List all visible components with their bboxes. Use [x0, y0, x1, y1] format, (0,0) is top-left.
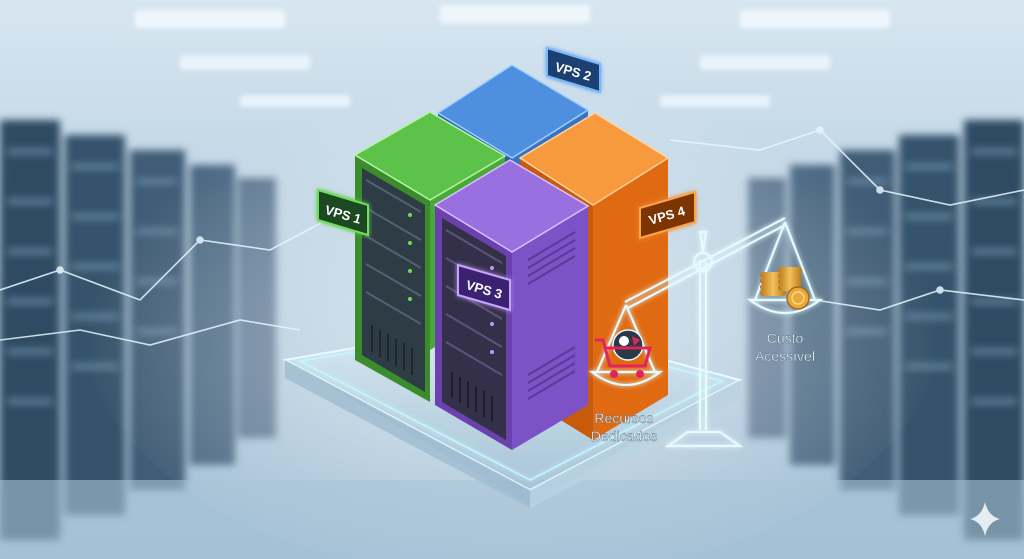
vps-2-tag: VPS 2 [546, 46, 601, 94]
vps-3-tag: VPS 3 [457, 263, 511, 312]
network-lines [0, 126, 1024, 346]
sparkle-icon [970, 502, 1000, 536]
vps-1-tag: VPS 1 [317, 188, 369, 237]
right-caption-line1: Custo [767, 330, 804, 346]
shopping-cart-icon [595, 329, 652, 378]
coin-stack-icon [760, 267, 810, 310]
right-caption-line2: Acessível [755, 348, 815, 364]
left-caption-line2: Dedicados [591, 428, 657, 444]
vps-3-server [433, 159, 590, 450]
floor [0, 480, 1024, 559]
vps-4-tag: VPS 4 [639, 190, 696, 240]
left-caption-line1: Recursos [594, 410, 653, 426]
